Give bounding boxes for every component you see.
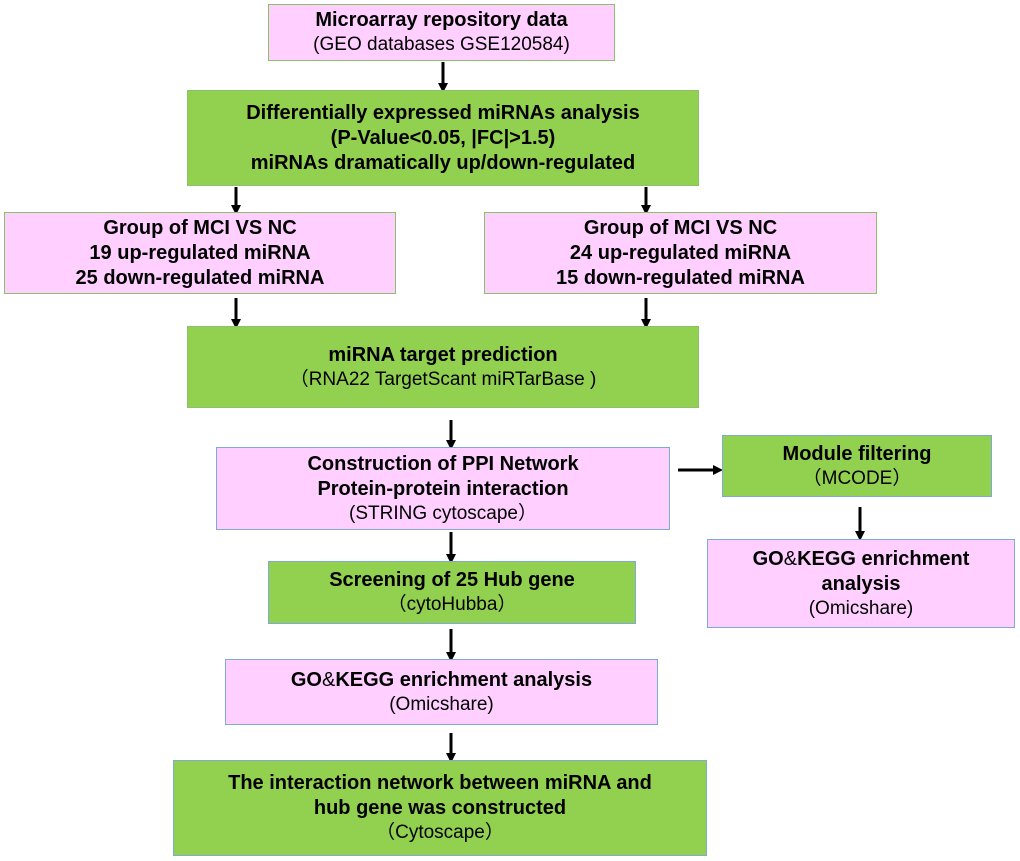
node-line: analysis xyxy=(821,572,901,595)
node-line: hub gene was constructed xyxy=(313,797,567,820)
node-go-kegg-hub: GO&KEGG enrichment analysis (Omicshare) xyxy=(225,659,658,725)
node-group-left: Group of MCI VS NC 19 up-regulated miRNA… xyxy=(4,212,396,294)
node-line: 24 up-regulated miRNA xyxy=(569,241,792,264)
node-go-kegg-module: GO&KEGG enrichment analysis (Omicshare) xyxy=(707,539,1015,628)
node-line: 25 down-regulated miRNA xyxy=(75,266,325,289)
node-title: miRNA target prediction xyxy=(328,343,558,366)
node-microarray-data: Microarray repository data (GEO database… xyxy=(268,4,615,61)
node-module-filtering: Module filtering （MCODE） xyxy=(722,435,992,497)
node-line: Protein-protein interaction xyxy=(317,477,569,500)
node-line: Group of MCI VS NC xyxy=(583,216,778,239)
node-title: Screening of 25 Hub gene xyxy=(329,569,575,592)
ampersand: & xyxy=(783,547,798,570)
go-label: GO xyxy=(290,668,322,691)
node-line: The interaction network between miRNA an… xyxy=(228,772,652,795)
node-title: Module filtering xyxy=(782,442,932,465)
node-interaction-network: The interaction network between miRNA an… xyxy=(173,760,707,856)
node-ppi-network: Construction of PPI Network Protein-prot… xyxy=(216,447,670,530)
node-line: GO&KEGG enrichment analysis xyxy=(291,668,592,693)
node-target-prediction: miRNA target prediction （RNA22 TargetSca… xyxy=(187,326,699,408)
node-line: (P-Value<0.05, |FC|>1.5) xyxy=(330,126,556,149)
node-subtitle: (GEO databases GSE120584) xyxy=(313,34,570,56)
node-line: 15 down-regulated miRNA xyxy=(556,266,805,289)
node-line: GO&KEGG enrichment xyxy=(753,547,970,572)
ampersand: & xyxy=(322,668,336,691)
go-label: GO xyxy=(752,547,784,570)
node-title: Microarray repository data xyxy=(315,9,568,32)
node-subtitle: (STRING cytoscape） xyxy=(349,502,537,524)
node-differential-expression: Differentially expressed miRNAs analysis… xyxy=(187,90,699,186)
kegg-label: KEGG enrichment analysis xyxy=(335,668,593,691)
node-line: Differentially expressed miRNAs analysis xyxy=(246,101,640,124)
node-subtitle: （MCODE） xyxy=(802,467,912,489)
node-subtitle: (Omicshare) xyxy=(808,597,914,619)
node-subtitle: （Cytoscape） xyxy=(376,822,504,844)
node-line: Group of MCI VS NC xyxy=(103,216,297,239)
node-group-right: Group of MCI VS NC 24 up-regulated miRNA… xyxy=(484,212,877,294)
node-line: miRNAs dramatically up/down-regulated xyxy=(250,151,636,174)
node-line: Construction of PPI Network xyxy=(307,452,579,475)
kegg-label: KEGG enrichment xyxy=(797,547,970,570)
node-line: 19 up-regulated miRNA xyxy=(89,241,311,264)
node-subtitle: （RNA22 TargetScant miRTarBase ) xyxy=(289,368,597,390)
node-subtitle: (Omicshare) xyxy=(389,693,494,715)
node-hub-screening: Screening of 25 Hub gene （cytoHubba） xyxy=(268,561,636,624)
node-subtitle: （cytoHubba） xyxy=(387,594,517,616)
